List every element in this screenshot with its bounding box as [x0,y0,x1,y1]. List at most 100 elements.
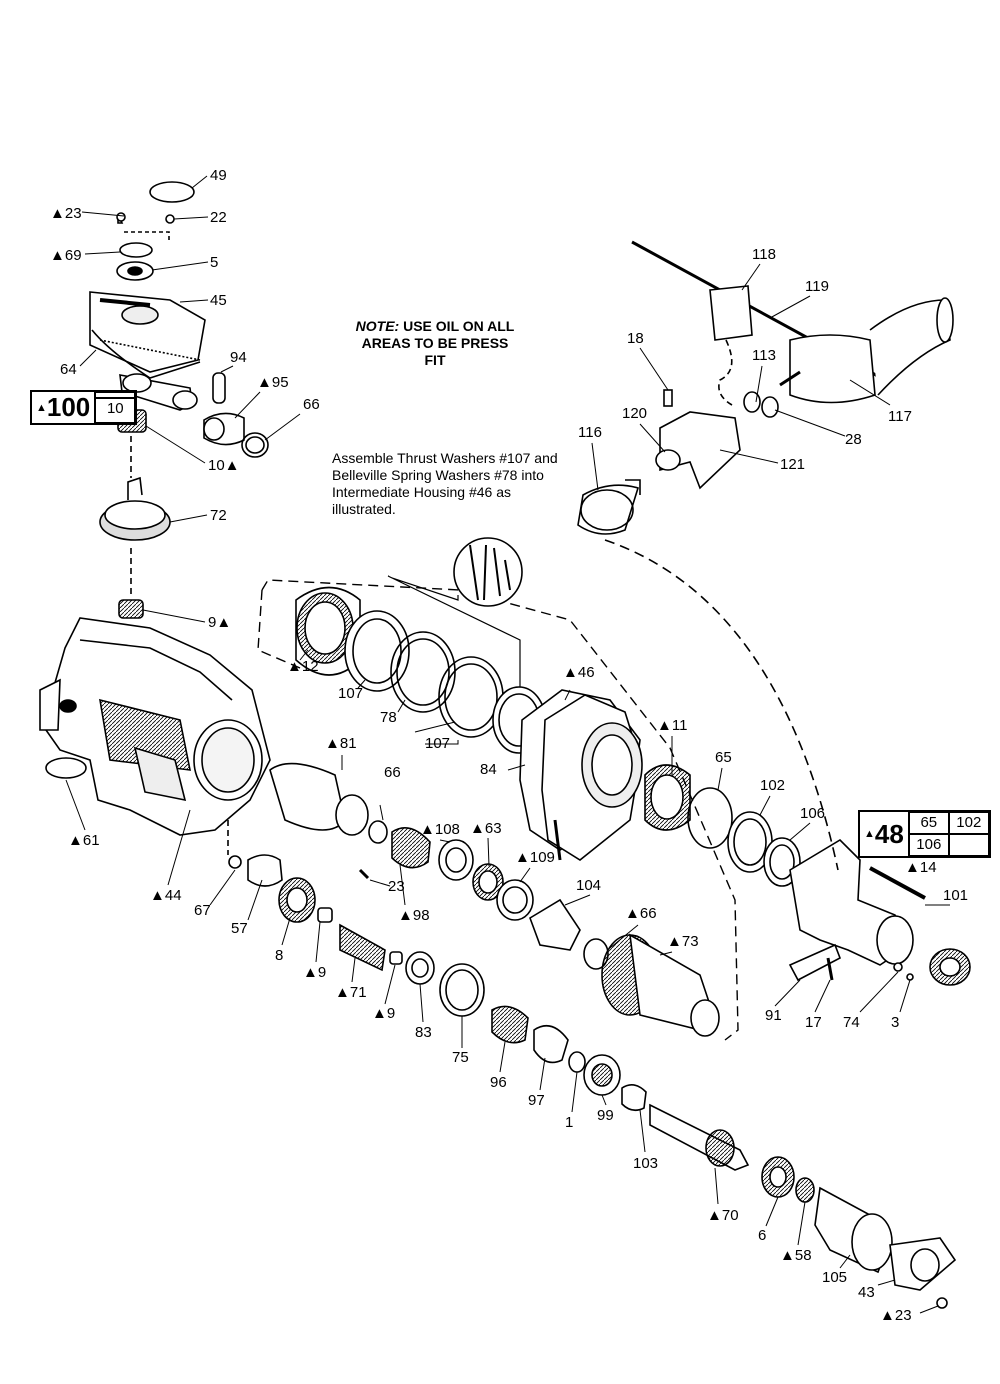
label-18: 18 [627,330,644,347]
label-14: ▲14 [905,859,937,876]
ring-61 [45,757,87,779]
ring-69 [119,242,153,258]
label-116: 116 [578,424,602,441]
screw-14 [869,866,926,900]
label-66c: ▲66 [625,905,657,922]
label-81: ▲81 [325,735,357,752]
part-120 [655,449,681,471]
leader-lines [65,175,950,1314]
label-9b: ▲9 [303,964,326,981]
label-101: 101 [943,887,968,904]
label-121: 121 [780,456,805,473]
label-104: 104 [576,877,601,894]
kit-cell [948,834,989,856]
label-58: ▲58 [780,1247,812,1264]
label-119: 119 [805,278,829,295]
ring-67 [228,855,242,869]
oil-note-text: USE OIL ON ALL AREAS TO BE PRESS FIT [361,318,515,368]
kit-cell [95,392,136,398]
ring-1 [568,1051,586,1073]
label-49: 49 [210,167,227,184]
label-1: 1 [565,1114,573,1131]
shaft-71 [339,923,386,972]
label-106: 106 [800,805,825,822]
label-94: 94 [230,349,247,366]
label-22: 22 [210,209,227,226]
ring-28 [761,396,779,418]
detail-callout [453,537,523,607]
ball-3 [906,973,914,981]
cap-49 [149,181,195,203]
shaft-train [227,762,957,1309]
kit-100-number: ▲100 [32,392,96,423]
label-43: 43 [858,1284,875,1301]
label-23b: 23 [388,878,405,895]
bearing-9b [317,907,333,923]
pin-94 [212,372,226,404]
label-45: 45 [210,292,227,309]
kit-box-100: ▲100 10 [30,390,138,425]
pin-17 [826,957,834,981]
label-105: 105 [822,1269,847,1286]
label-12: ▲12 [287,658,319,675]
label-83: 83 [415,1024,432,1041]
label-11: ▲11 [657,717,687,734]
label-103: 103 [633,1155,658,1172]
spindle-70 [649,1103,750,1171]
ring-58 [795,1177,815,1203]
label-61: ▲61 [68,832,100,849]
label-71: ▲71 [335,984,367,1001]
label-63: ▲63 [470,820,502,837]
kit-48-cells: 65 102 106 [908,812,989,856]
bushing-57 [247,854,283,887]
label-97: 97 [528,1092,545,1109]
enclosure-dash [261,579,739,1041]
clutch-96 [491,1005,529,1044]
label-69: ▲69 [50,247,82,264]
label-9: 9▲ [208,614,231,631]
kit-48-number: ▲48 [860,812,909,856]
label-118: 118 [752,246,776,263]
label-74: 74 [843,1014,860,1031]
kit-box-48: ▲48 65 102 106 [858,810,991,858]
clamp-118 [709,285,753,341]
label-8: 8 [275,947,283,964]
label-96: 96 [490,1074,507,1091]
bearing-9 [118,599,144,619]
screw-23b [358,868,370,880]
label-113: 113 [752,347,776,364]
label-67: 67 [194,902,211,919]
bushing-103 [621,1084,647,1112]
label-66b: 66 [384,764,401,781]
label-117: 117 [888,408,912,425]
label-72: 72 [210,507,227,524]
label-28: 28 [845,431,862,448]
kit-cell: 10 [95,397,136,423]
main-housing-44 [39,617,271,836]
screw-23c [936,1297,948,1309]
kit-cell: 106 [908,834,949,856]
label-84: 84 [480,761,497,778]
thrust-washer-note: Assemble Thrust Washers #107 and Bellevi… [332,450,558,517]
label-3: 3 [891,1014,899,1031]
label-5: 5 [210,254,218,271]
spring-74 [893,962,903,972]
part-104 [529,898,581,951]
label-98: ▲98 [398,907,430,924]
label-65: 65 [715,749,732,766]
screw-22 [165,214,175,224]
barrel-parts [604,539,971,986]
label-10: 10▲ [208,457,240,474]
kit-100-cells: 10 [95,392,136,423]
cylinder-81 [269,762,346,831]
part-98 [391,826,431,869]
label-44: ▲44 [150,887,182,904]
label-73: ▲73 [667,933,699,950]
label-99: 99 [597,1107,614,1124]
part-labels: 49 ▲23 22 ▲69 5 45 64 94 ▲95 66 10▲ 72 9… [50,167,968,1324]
label-95: ▲95 [257,374,289,391]
kit-cell: 102 [948,812,989,834]
pin-18 [663,389,673,407]
band-116 [577,484,640,535]
